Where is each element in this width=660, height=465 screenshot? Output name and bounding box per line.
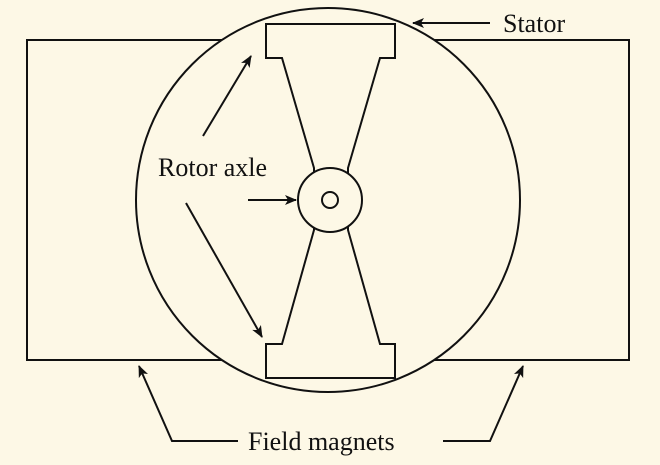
rotor-axle-arrow-lower [185, 202, 263, 338]
rotor-axle-label: Rotor axle [158, 153, 267, 182]
rotor-axle-arrow-upper [202, 55, 252, 137]
field-magnets-arrow-left [138, 365, 238, 442]
field-magnets-label: Field magnets [248, 427, 395, 456]
stator-label: Stator [503, 9, 565, 38]
field-magnets-arrow-right [443, 365, 524, 442]
axle-center [321, 191, 339, 209]
